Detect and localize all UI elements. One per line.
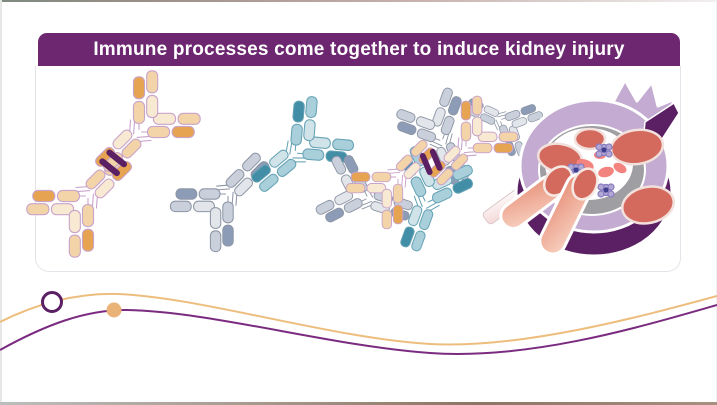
page-title: Immune processes come together to induce… bbox=[93, 39, 625, 60]
finger-projections bbox=[499, 165, 599, 256]
curve-purple bbox=[0, 304, 717, 355]
dot-marker bbox=[106, 302, 122, 318]
antibody-gray bbox=[159, 128, 294, 263]
title-banner: Immune processes come together to induce… bbox=[38, 33, 680, 66]
bottom-edge-artifact bbox=[0, 402, 717, 405]
capillary-loops bbox=[536, 127, 675, 225]
decorative-curves bbox=[0, 291, 717, 355]
top-edge-artifact bbox=[0, 0, 717, 2]
curve-orange bbox=[0, 292, 717, 346]
ring-marker bbox=[41, 291, 63, 313]
left-edge-artifact bbox=[0, 0, 2, 405]
immune-complex-cluster bbox=[310, 76, 548, 264]
igg-antibody-pair-orange bbox=[15, 59, 213, 270]
glomerulus bbox=[499, 78, 680, 258]
